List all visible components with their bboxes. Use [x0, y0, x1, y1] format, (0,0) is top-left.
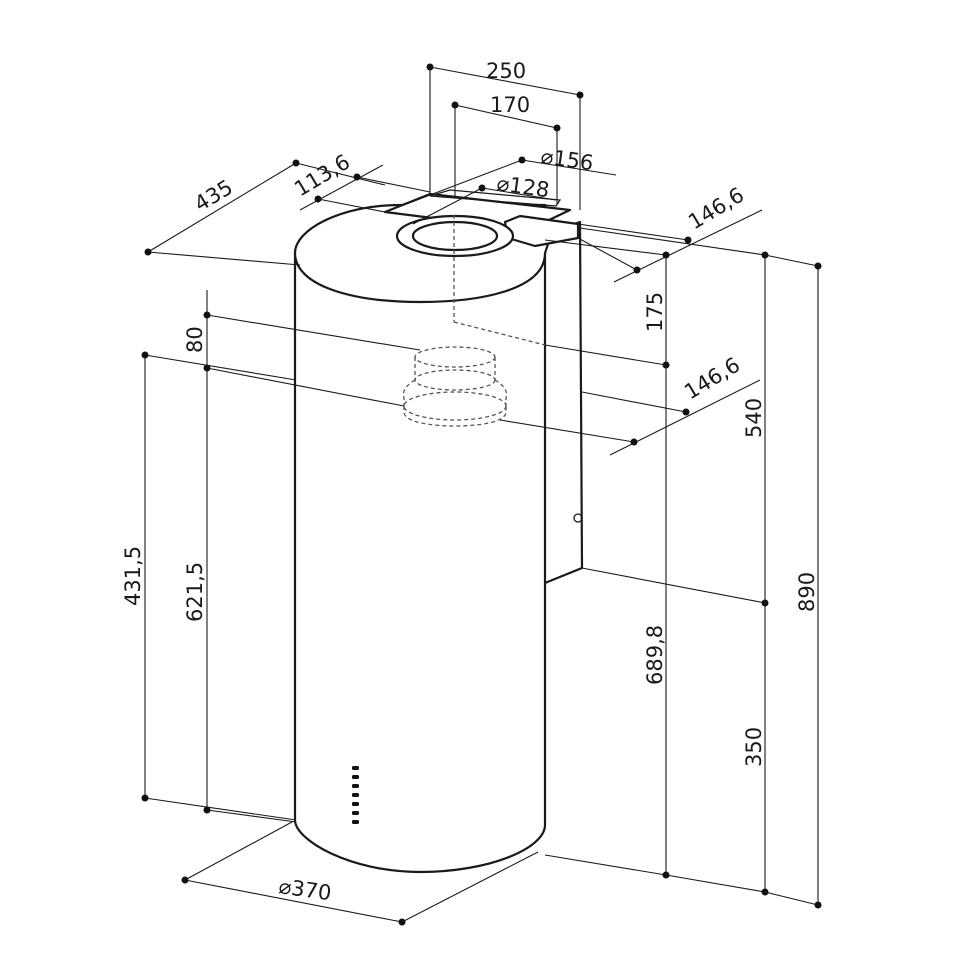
dim-overall-height: 890 [764, 254, 822, 909]
dim-left-inner-height: 621,5 [183, 562, 297, 823]
label-left-outer-height: 431,5 [121, 546, 145, 606]
label-duct-inner-width: 170 [490, 93, 530, 117]
label-top-depth: 435 [190, 175, 237, 216]
hood-body [293, 203, 552, 874]
wall-bracket [538, 220, 584, 587]
control-button [352, 784, 359, 788]
label-outlet-inner-diameter: ⌀128 [495, 171, 551, 202]
label-side-offset-mid: 146,6 [680, 353, 744, 405]
control-button [352, 775, 359, 779]
label-body-diameter: ⌀370 [277, 874, 333, 905]
dim-duct-inner-width: 170 [451, 93, 561, 204]
control-button [352, 766, 359, 770]
label-top-offset: 113,6 [290, 150, 354, 202]
dim-left-outer-height: 431,5 [121, 351, 297, 821]
label-outlet-outer-diameter: ⌀156 [539, 144, 595, 175]
label-right-height-b: 540 [742, 398, 766, 438]
label-collar-height: 80 [183, 326, 207, 353]
label-side-offset-top: 146,6 [684, 183, 748, 235]
dim-outlet-outer-diameter: ⌀156 [395, 144, 617, 209]
dim-collar-height: 80 [183, 290, 421, 810]
dim-right-height-a: 689,8 [544, 625, 670, 879]
outlet-ring [395, 214, 515, 258]
control-button [352, 811, 359, 815]
label-overall-height: 890 [795, 572, 819, 612]
label-left-inner-height: 621,5 [183, 562, 207, 622]
dim-duct-outer-width: 250 [426, 59, 584, 210]
label-right-height-a: 689,8 [643, 625, 667, 685]
control-button [352, 793, 359, 797]
label-top-drop: 175 [643, 292, 667, 332]
hidden-outlet-collar [402, 215, 546, 427]
dim-body-diameter: ⌀370 [181, 821, 539, 926]
control-button [352, 820, 359, 824]
control-panel [352, 766, 359, 824]
dim-side-offset-top: 146,6 [577, 183, 763, 283]
control-button [352, 802, 359, 806]
dim-right-heights: 540 350 [579, 227, 769, 896]
label-right-height-c: 350 [742, 727, 766, 767]
dim-top-drop: 175 [544, 239, 670, 875]
label-duct-outer-width: 250 [486, 59, 526, 83]
